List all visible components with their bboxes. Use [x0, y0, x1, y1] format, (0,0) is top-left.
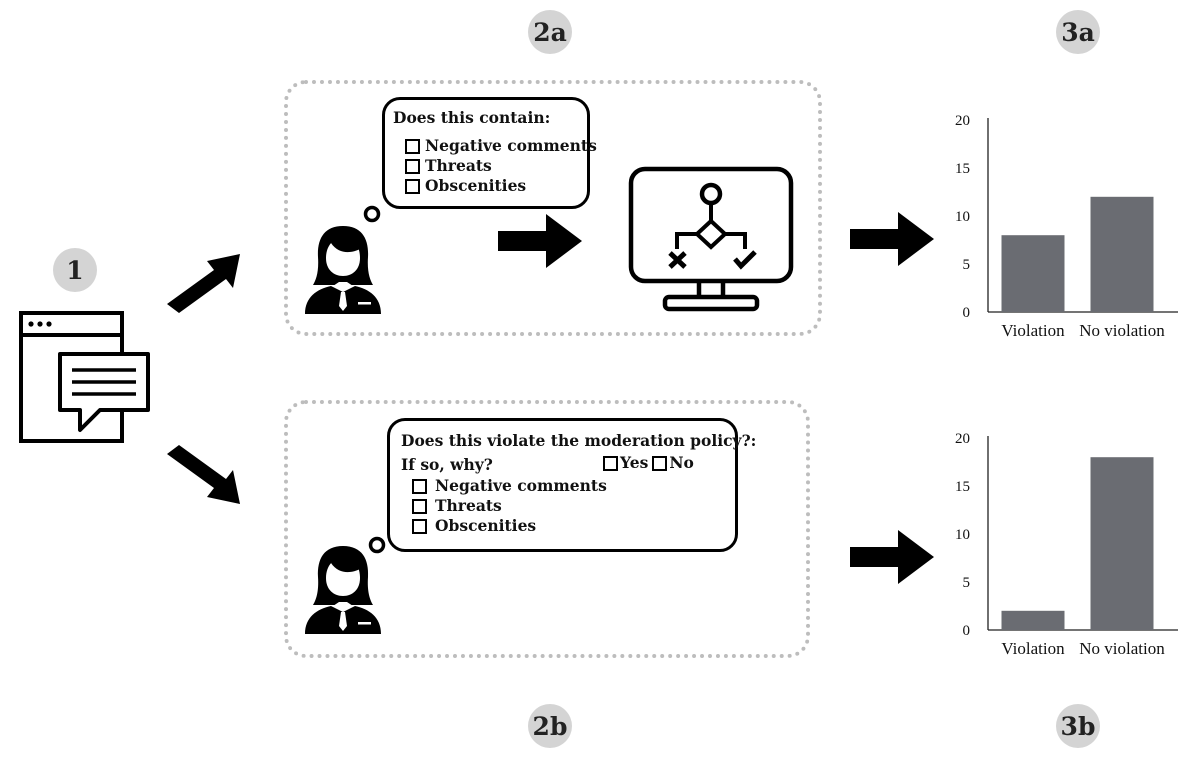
- arrow-icon: [167, 254, 240, 313]
- option-negative-comments-a: Negative comments: [405, 136, 597, 156]
- y-tick-label: 20: [955, 113, 970, 129]
- checkbox-icon: [405, 158, 420, 174]
- person-icon: [305, 226, 381, 314]
- option-yes: Yes: [603, 453, 648, 473]
- arrow-icon: [498, 214, 582, 268]
- panel-2a: [284, 80, 822, 336]
- x-category-label: Violation: [1001, 639, 1065, 658]
- thought-bubble-icon: [368, 536, 386, 554]
- bar-violation: [1001, 235, 1065, 312]
- checkbox-icon: [603, 455, 618, 471]
- checkbox-icon: [405, 138, 420, 154]
- step-2a-badge: 2a: [528, 10, 572, 54]
- bubble-b-subtitle: If so, why?: [401, 455, 493, 474]
- question-bubble-b: Does this violate the moderation policy?…: [387, 418, 756, 552]
- x-category-label: No violation: [1079, 321, 1165, 340]
- step-3b-badge: 3b: [1056, 704, 1100, 748]
- checkbox-icon: [412, 498, 427, 514]
- y-tick-label: 5: [963, 575, 971, 591]
- person-icon: [305, 546, 381, 634]
- checkbox-icon: [652, 455, 668, 471]
- option-obscenities-b: Obscenities: [412, 516, 607, 536]
- checkbox-icon: [412, 518, 427, 534]
- y-tick-label: 5: [963, 257, 971, 273]
- y-tick-label: 20: [955, 431, 970, 447]
- y-tick-label: 10: [955, 209, 970, 225]
- step-3a-badge: 3a: [1056, 10, 1100, 54]
- y-tick-label: 0: [963, 623, 971, 639]
- chat-window-icon: [19, 311, 150, 443]
- bar-no-violation: [1090, 457, 1154, 630]
- step-1-badge: 1: [53, 248, 97, 292]
- thought-bubble-icon: [363, 205, 381, 223]
- arrow-icon: [167, 445, 240, 504]
- option-threats-a: Threats: [405, 156, 597, 176]
- y-tick-label: 15: [955, 479, 970, 495]
- bar-violation: [1001, 610, 1065, 630]
- bar-no-violation: [1090, 196, 1154, 312]
- y-tick-label: 0: [963, 305, 971, 321]
- checkbox-icon: [405, 178, 420, 194]
- panel-2b: [284, 400, 810, 658]
- y-tick-label: 15: [955, 161, 970, 177]
- computer-flowchart-icon: [628, 166, 794, 312]
- option-negative-comments-b: Negative comments: [412, 476, 607, 496]
- arrow-icon: [850, 212, 934, 266]
- y-tick-label: 10: [955, 527, 970, 543]
- x-category-label: No violation: [1079, 639, 1165, 658]
- option-obscenities-a: Obscenities: [405, 176, 597, 196]
- question-bubble-a: Does this contain: Negative comments Thr…: [382, 97, 597, 209]
- arrow-icon: [850, 530, 934, 584]
- checkbox-icon: [412, 478, 427, 494]
- bubble-a-title: Does this contain:: [393, 108, 551, 127]
- bubble-b-title: Does this violate the moderation policy?…: [401, 431, 757, 450]
- option-threats-b: Threats: [412, 496, 607, 516]
- option-no: No: [652, 453, 694, 473]
- step-2b-badge: 2b: [528, 704, 572, 748]
- x-category-label: Violation: [1001, 321, 1065, 340]
